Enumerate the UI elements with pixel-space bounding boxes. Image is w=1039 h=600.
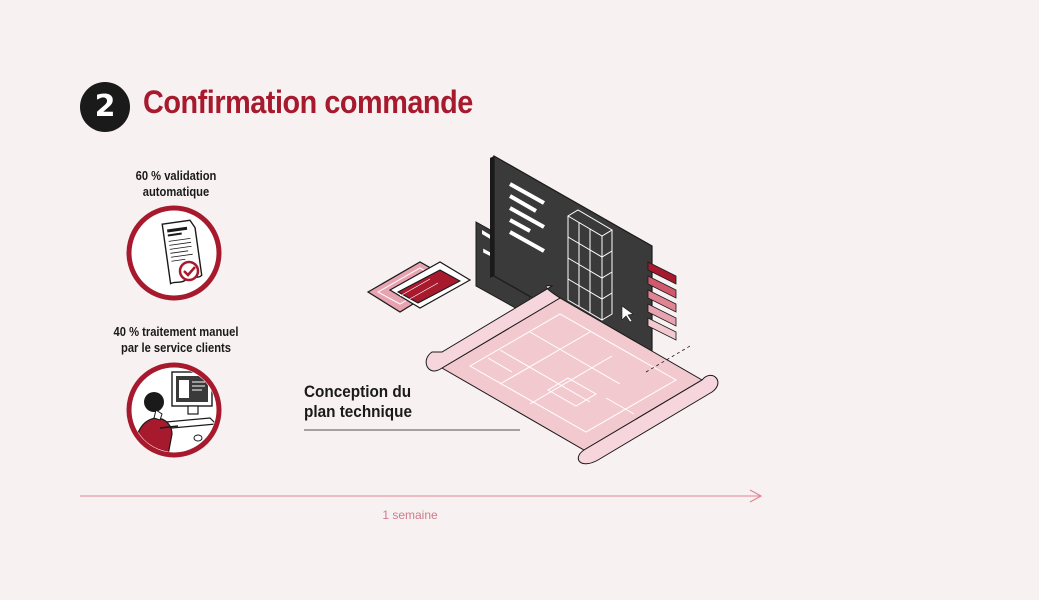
duration-label: 1 semaine	[382, 508, 438, 522]
automatic-validation-caption: 60 % validation automatique	[90, 168, 262, 200]
technical-plan-label: Conception du plan technique	[304, 382, 412, 422]
step-number-badge: 2	[80, 82, 130, 132]
technical-plan-label-line2: plan technique	[304, 402, 412, 421]
manual-processing-caption: 40 % traitement manuel par le service cl…	[90, 324, 262, 356]
checkmark-icon	[178, 260, 200, 282]
cad-screen-icon	[490, 154, 677, 368]
operator-at-computer-icon	[126, 362, 222, 458]
technical-plan-label-line1: Conception du	[304, 382, 412, 401]
fabric-samples-icon	[366, 261, 472, 313]
automatic-caption-line2: automatique	[142, 184, 210, 199]
manual-caption-line1: 40 % traitement manuel	[113, 324, 239, 339]
signed-document-icon	[126, 205, 222, 301]
blueprint-icon	[425, 285, 719, 465]
step-title: Confirmation commande	[143, 84, 473, 120]
timeline-arrow	[80, 489, 763, 503]
manual-caption-line2: par le service clients	[120, 340, 231, 355]
automatic-caption-line1: 60 % validation	[135, 168, 217, 183]
mouse-cursor-icon	[621, 305, 634, 323]
